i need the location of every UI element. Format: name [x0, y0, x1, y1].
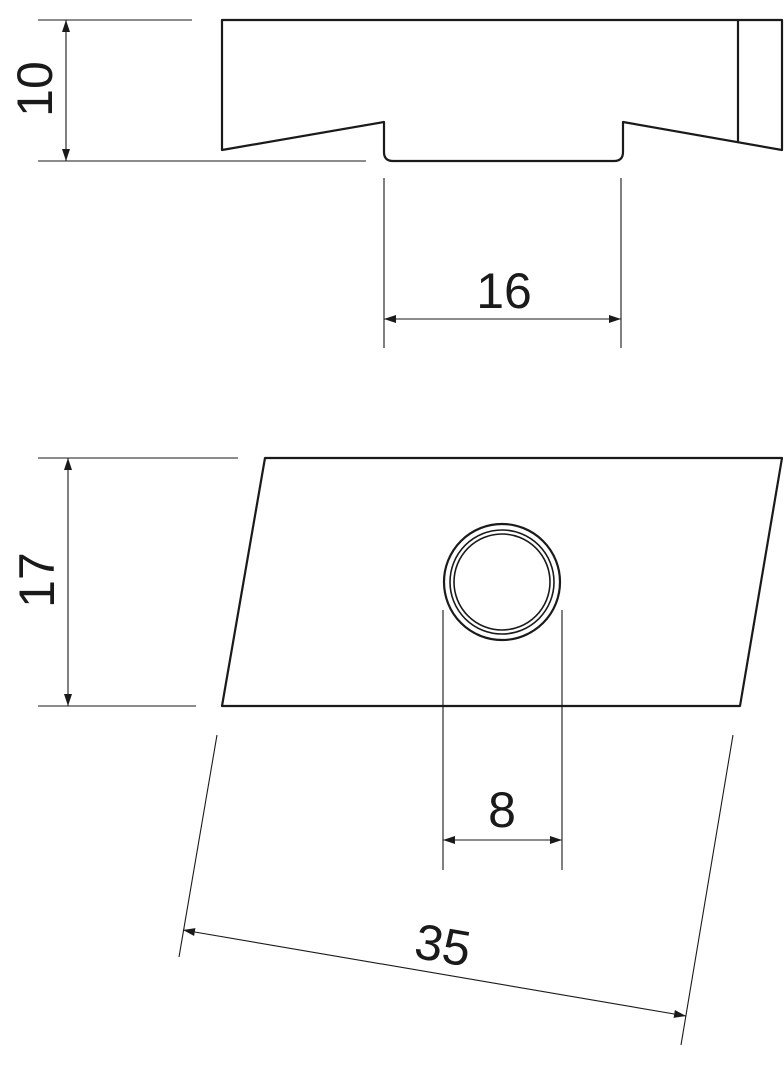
side-view-outline [220, 18, 784, 163]
top-view: 17 8 35 [9, 456, 784, 1046]
threaded-hole [442, 522, 562, 642]
width-dimension: 17 [9, 457, 238, 707]
width-dimension-label: 17 [9, 552, 65, 608]
dimension-line [182, 928, 687, 1018]
extension-line [178, 734, 218, 958]
side-view: 10 16 [7, 18, 784, 348]
hole-diameter-dimension-label: 8 [488, 782, 516, 838]
height-dimension: 10 [7, 19, 366, 162]
hole-inner-circle [453, 533, 551, 631]
top-view-outline [220, 456, 784, 708]
tongue-width-dimension-label: 16 [476, 263, 532, 319]
tongue-width-dimension: 16 [383, 178, 622, 348]
hole-outer-circle [442, 522, 562, 642]
hole-diameter-dimension: 8 [442, 610, 563, 870]
length-dimension: 35 [178, 734, 734, 1046]
length-dimension-label: 35 [411, 913, 475, 978]
height-dimension-label: 10 [7, 61, 63, 117]
hole-thread-circle [449, 529, 555, 635]
extension-line [680, 734, 734, 1046]
